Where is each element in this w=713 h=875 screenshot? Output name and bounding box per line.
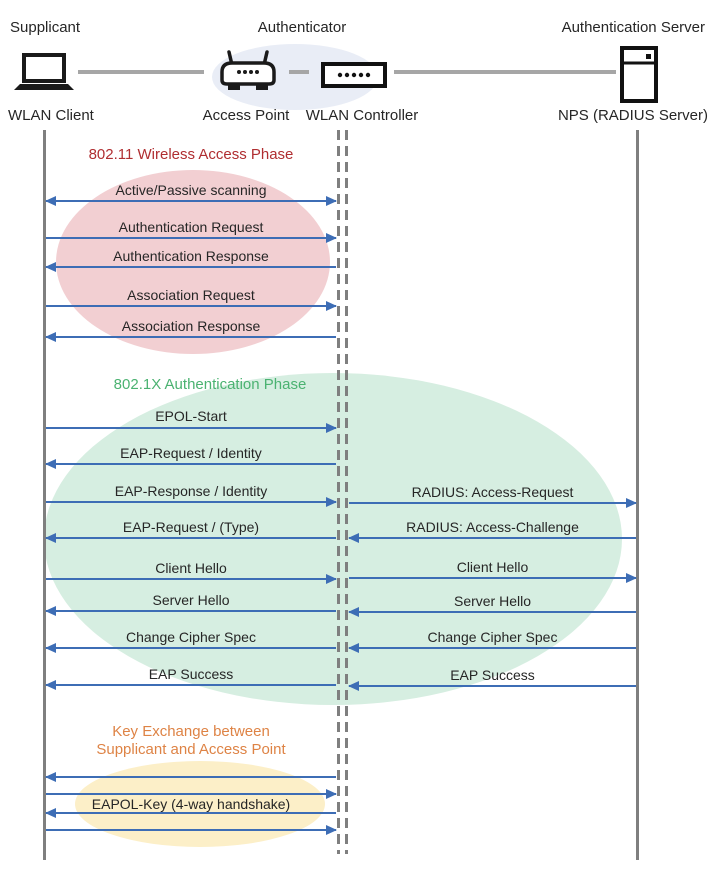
laptop-icon [14, 53, 74, 90]
phase3-ellipse [75, 761, 325, 847]
message-label: Client Hello [456, 559, 529, 575]
message-label: EAP-Request / Identity [120, 445, 262, 461]
message-label: Authentication Response [113, 248, 269, 264]
message-arrow [45, 606, 336, 616]
phase2-title: 802.1X Authentication Phase [113, 376, 307, 393]
message-arrow [349, 573, 637, 583]
message-arrow [45, 459, 336, 469]
message-label: Server Hello [453, 593, 532, 609]
message-label: EAP-Response / Identity [114, 483, 268, 499]
message-label: EPOL-Start [155, 408, 227, 424]
message-arrow [46, 574, 337, 584]
message-label: Client Hello [155, 560, 227, 576]
connector-controller-server [394, 70, 616, 74]
message-label: EAP Success [148, 666, 234, 682]
message-label: Change Cipher Spec [427, 629, 558, 645]
message-arrow [45, 680, 336, 690]
message-arrow [348, 607, 636, 617]
role-label-supplicant: Supplicant [10, 19, 81, 36]
message-arrow [45, 332, 336, 342]
message-label: Server Hello [152, 592, 230, 608]
lifeline-nps [636, 130, 639, 860]
message-label: Authentication Request [118, 219, 264, 235]
message-arrow [348, 533, 636, 543]
message-label: RADIUS: Access-Challenge [406, 519, 579, 535]
lifeline-wlan-controller [345, 130, 348, 854]
message-arrow [45, 533, 336, 543]
message-label: Association Request [127, 287, 255, 303]
message-label: Change Cipher Spec [126, 629, 256, 645]
access-point-icon [220, 50, 276, 90]
connector-client-ap [78, 70, 204, 74]
message-arrow [46, 825, 337, 835]
message-arrow [348, 643, 636, 653]
message-label: RADIUS: Access-Request [411, 484, 574, 500]
message-label: Association Response [121, 318, 261, 334]
device-label-wlan-controller: WLAN Controller [305, 107, 419, 124]
message-label: EAPOL-Key (4-way handshake) [91, 796, 291, 812]
connector-ap-controller [289, 70, 309, 74]
message-arrow [46, 789, 337, 799]
role-label-authentication-server: Authentication Server [561, 19, 705, 36]
message-arrow [45, 643, 336, 653]
phase3-title-line1: Key Exchange between [112, 723, 270, 740]
message-arrow [46, 301, 337, 311]
message-arrow [46, 423, 337, 433]
message-arrow [45, 196, 337, 206]
server-icon [620, 46, 658, 103]
wlan-controller-icon [321, 62, 387, 88]
device-label-access-point: Access Point [202, 107, 290, 124]
message-arrow [349, 498, 637, 508]
message-arrow [46, 497, 337, 507]
device-label-wlan-client: WLAN Client [8, 107, 94, 124]
message-arrow [45, 808, 336, 818]
message-label: EAP-Request / (Type) [122, 519, 260, 535]
phase3-title-line2: Supplicant and Access Point [96, 741, 286, 758]
role-label-authenticator: Authenticator [257, 19, 347, 36]
device-label-nps: NPS (RADIUS Server) [557, 107, 708, 124]
phase1-title: 802.11 Wireless Access Phase [88, 146, 294, 163]
message-arrow [46, 233, 337, 243]
message-arrow [45, 262, 336, 272]
message-label: EAP Success [450, 667, 535, 683]
lifeline-access-point [337, 130, 340, 854]
lifeline-wlan-client [43, 130, 46, 860]
message-arrow [348, 681, 636, 691]
message-label: Active/Passive scanning [115, 182, 267, 198]
phase3-title: Key Exchange between Supplicant and Acce… [46, 723, 336, 759]
message-arrow [45, 772, 336, 782]
